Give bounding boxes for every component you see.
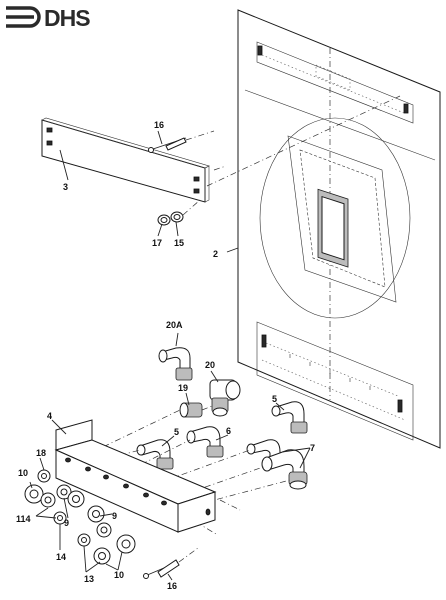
callout-9-left: 9	[64, 518, 69, 528]
callout-16-top: 16	[154, 120, 164, 130]
screw-and-plug-top	[148, 130, 215, 153]
leader-lines	[29, 130, 311, 581]
callout-16-bottom: 16	[167, 581, 177, 591]
elbow-6	[186, 426, 224, 458]
callout-19: 19	[178, 383, 188, 393]
callout-4: 4	[47, 411, 52, 421]
screw-and-plug-bottom	[143, 547, 199, 579]
callout-9-right: 9	[112, 511, 117, 521]
callout-labels: 2 3 4 5 5 6 7 9 9 10 10 13 14 15 16 16 1…	[16, 120, 315, 591]
sealing-washers	[24, 469, 136, 565]
callout-114: 114	[16, 514, 31, 524]
elbow-fitting-20a	[158, 347, 193, 381]
elbows-7	[246, 439, 308, 490]
logo-text: DHS	[44, 5, 91, 31]
callout-14: 14	[56, 552, 66, 562]
callout-10-bottom: 10	[114, 570, 124, 580]
callout-13: 13	[84, 574, 94, 584]
callout-20a: 20A	[166, 320, 183, 330]
dhs-logo: DHS	[4, 4, 108, 30]
callout-3: 3	[63, 182, 68, 192]
callout-17: 17	[152, 238, 162, 248]
callout-15: 15	[174, 238, 184, 248]
elbow-5-right	[271, 401, 308, 434]
callout-7: 7	[310, 443, 315, 453]
callout-10-top: 10	[18, 468, 28, 478]
dhs-logo-icon	[6, 6, 41, 28]
callout-18: 18	[36, 448, 46, 458]
callout-6: 6	[226, 426, 231, 436]
union-19	[179, 402, 213, 418]
callout-5-left: 5	[174, 427, 179, 437]
callout-5-right: 5	[272, 394, 277, 404]
callout-2: 2	[213, 249, 218, 259]
gas-cock-20	[209, 379, 241, 417]
elbow-5-left	[136, 439, 174, 470]
nut-and-washer	[157, 199, 201, 226]
callout-20: 20	[205, 360, 215, 370]
bottom-bracket	[54, 419, 217, 533]
back-panel	[237, 9, 441, 449]
